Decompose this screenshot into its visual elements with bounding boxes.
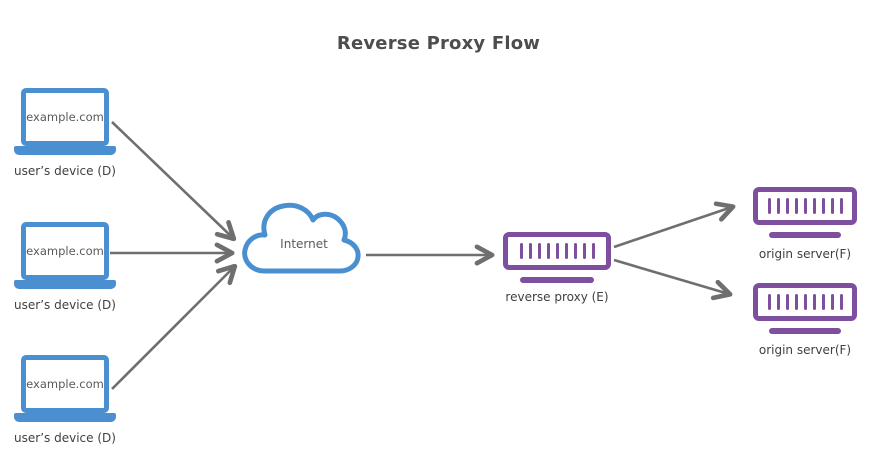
server-led-bar bbox=[555, 243, 559, 259]
server-led-bar bbox=[767, 198, 771, 214]
server-led-bar bbox=[776, 198, 780, 214]
arrow-proxy-to-origin2 bbox=[613, 258, 733, 301]
server-led-bar bbox=[830, 294, 834, 310]
server-led-bar bbox=[803, 198, 807, 214]
user-device-node-2: example.com user’s device (D) bbox=[14, 222, 116, 312]
device-label: user’s device (D) bbox=[14, 298, 116, 312]
server-icon bbox=[503, 232, 611, 270]
arrow-device3-to-internet bbox=[111, 263, 238, 390]
device-screen-text: example.com bbox=[26, 110, 104, 124]
user-device-node-1: example.com user’s device (D) bbox=[14, 88, 116, 178]
device-screen-text: example.com bbox=[26, 244, 104, 258]
server-stand bbox=[769, 328, 841, 334]
server-led-bar bbox=[528, 243, 532, 259]
server-led-bar bbox=[767, 294, 771, 310]
laptop-icon: example.com bbox=[21, 355, 109, 413]
server-led-bar bbox=[546, 243, 550, 259]
server-led-bar bbox=[839, 198, 843, 214]
origin-server-label: origin server(F) bbox=[758, 343, 852, 357]
server-stand bbox=[769, 232, 841, 238]
laptop-icon: example.com bbox=[21, 222, 109, 280]
server-led-bar bbox=[839, 294, 843, 310]
server-led-bar bbox=[812, 294, 816, 310]
internet-node: Internet bbox=[242, 200, 366, 278]
server-led-bar bbox=[564, 243, 568, 259]
server-led-bar bbox=[582, 243, 586, 259]
laptop-icon: example.com bbox=[21, 88, 109, 146]
laptop-base bbox=[14, 146, 116, 155]
origin-server-node-1: origin server(F) bbox=[753, 187, 857, 261]
laptop-base bbox=[14, 413, 116, 422]
reverse-proxy-label: reverse proxy (E) bbox=[505, 290, 609, 304]
diagram-title: Reverse Proxy Flow bbox=[336, 33, 541, 54]
server-led-bar bbox=[794, 198, 798, 214]
server-led-bar bbox=[812, 198, 816, 214]
server-led-bar bbox=[519, 243, 523, 259]
server-led-bar bbox=[591, 243, 595, 259]
device-label: user’s device (D) bbox=[14, 164, 116, 178]
server-icon bbox=[753, 187, 857, 225]
arrow-proxy-to-origin1 bbox=[613, 201, 736, 249]
server-stand bbox=[520, 277, 594, 283]
server-led-bar bbox=[803, 294, 807, 310]
reverse-proxy-node: reverse proxy (E) bbox=[503, 232, 611, 304]
server-led-bar bbox=[573, 243, 577, 259]
internet-label: Internet bbox=[280, 237, 328, 251]
server-led-bar bbox=[537, 243, 541, 259]
server-led-bar bbox=[776, 294, 780, 310]
user-device-node-3: example.com user’s device (D) bbox=[14, 355, 116, 445]
server-led-bar bbox=[821, 198, 825, 214]
origin-server-node-2: origin server(F) bbox=[753, 283, 857, 357]
server-led-bar bbox=[785, 198, 789, 214]
server-led-bar bbox=[821, 294, 825, 310]
server-led-bar bbox=[830, 198, 834, 214]
server-led-bar bbox=[785, 294, 789, 310]
server-led-bar bbox=[794, 294, 798, 310]
server-icon bbox=[753, 283, 857, 321]
laptop-base bbox=[14, 280, 116, 289]
device-screen-text: example.com bbox=[26, 377, 104, 391]
cloud-icon bbox=[242, 202, 361, 274]
device-label: user’s device (D) bbox=[14, 431, 116, 445]
origin-server-label: origin server(F) bbox=[758, 247, 852, 261]
arrow-device1-to-internet bbox=[111, 121, 237, 242]
